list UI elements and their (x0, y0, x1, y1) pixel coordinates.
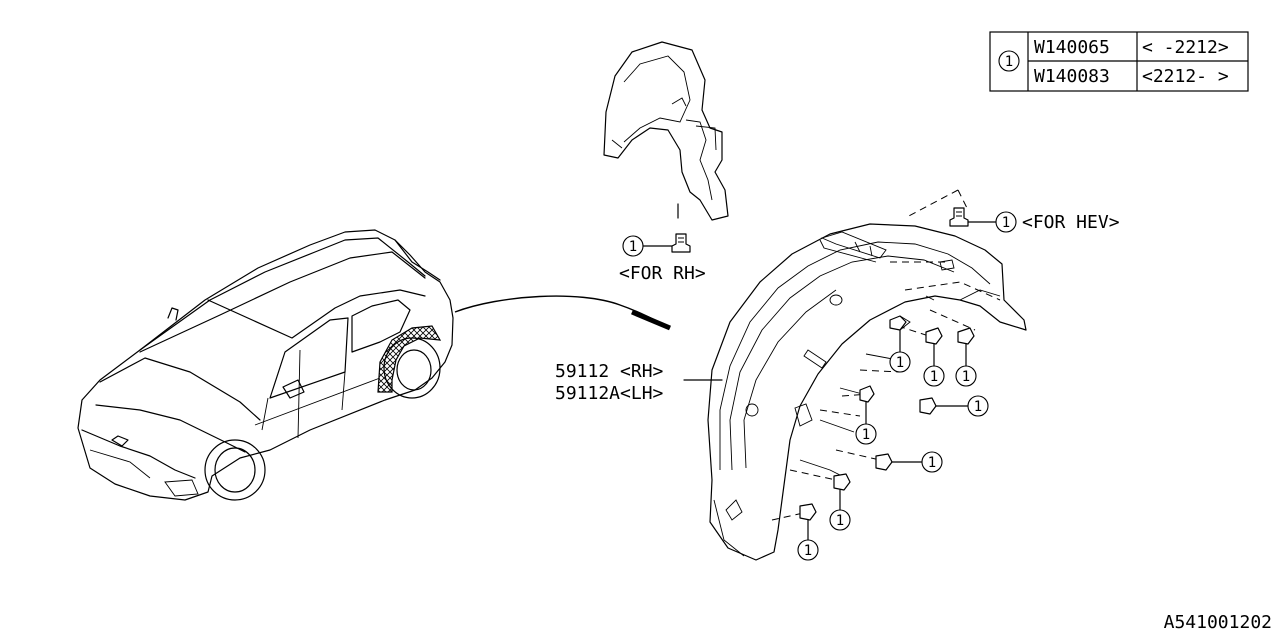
callout-clip-d[interactable]: 1 (855, 423, 877, 445)
label-part-59112-rh[interactable]: 59112 <RH> (555, 361, 664, 382)
table-range-2: <2212- > (1142, 66, 1229, 87)
table-range-1: < -2212> (1142, 37, 1229, 58)
svg-text:1: 1 (804, 543, 812, 559)
clip-a[interactable] (889, 315, 911, 353)
callout-hev-clip[interactable]: 1 (995, 211, 1017, 233)
callout-clip-f[interactable]: 1 (921, 451, 943, 473)
clip-h[interactable] (799, 503, 817, 541)
illustration-code: A541001202 (1164, 612, 1272, 633)
clip-b[interactable] (925, 327, 943, 367)
table-part-number-1[interactable]: W140065 (1034, 37, 1110, 58)
mudguard-fender-liner[interactable] (707, 223, 1027, 561)
label-for-rh: <FOR RH> (619, 263, 706, 284)
table-callout-number: 1 (1005, 54, 1013, 70)
callout-rh-clip[interactable]: 1 (622, 235, 644, 257)
callout-clip-c[interactable]: 1 (955, 365, 977, 387)
table-callout-1[interactable]: 1 (998, 50, 1020, 72)
svg-text:1: 1 (896, 355, 904, 371)
svg-text:1: 1 (930, 369, 938, 385)
clip-position-leaders (771, 189, 1001, 521)
svg-text:1: 1 (974, 399, 982, 415)
svg-text:1: 1 (928, 455, 936, 471)
clip-c[interactable] (957, 327, 975, 367)
rh-upper-liner-piece[interactable] (603, 41, 729, 221)
svg-text:1: 1 (1002, 215, 1010, 231)
clip-d[interactable] (859, 385, 875, 425)
vehicle-illustration (77, 229, 454, 501)
svg-text:1: 1 (836, 513, 844, 529)
hatched-mudguard-area[interactable] (377, 325, 442, 393)
rh-clip[interactable] (671, 203, 691, 253)
svg-text:1: 1 (629, 239, 637, 255)
callout-clip-b[interactable]: 1 (923, 365, 945, 387)
clip-f[interactable] (875, 453, 923, 471)
svg-text:1: 1 (862, 427, 870, 443)
clip-e[interactable] (919, 397, 969, 415)
callout-clip-e[interactable]: 1 (967, 395, 989, 417)
clip-g[interactable] (833, 473, 851, 511)
label-for-hev: <FOR HEV> (1022, 212, 1120, 233)
table-part-number-2[interactable]: W140083 (1034, 66, 1110, 87)
label-part-59112a-lh[interactable]: 59112A<LH> (555, 383, 664, 404)
svg-text:1: 1 (962, 369, 970, 385)
hev-clip[interactable] (949, 207, 969, 227)
part-number-table: 1 W140065 < -2212> W140083 <2212- > (989, 31, 1249, 92)
callout-clip-a[interactable]: 1 (889, 351, 911, 373)
callout-clip-g[interactable]: 1 (829, 509, 851, 531)
callout-clip-h[interactable]: 1 (797, 539, 819, 561)
